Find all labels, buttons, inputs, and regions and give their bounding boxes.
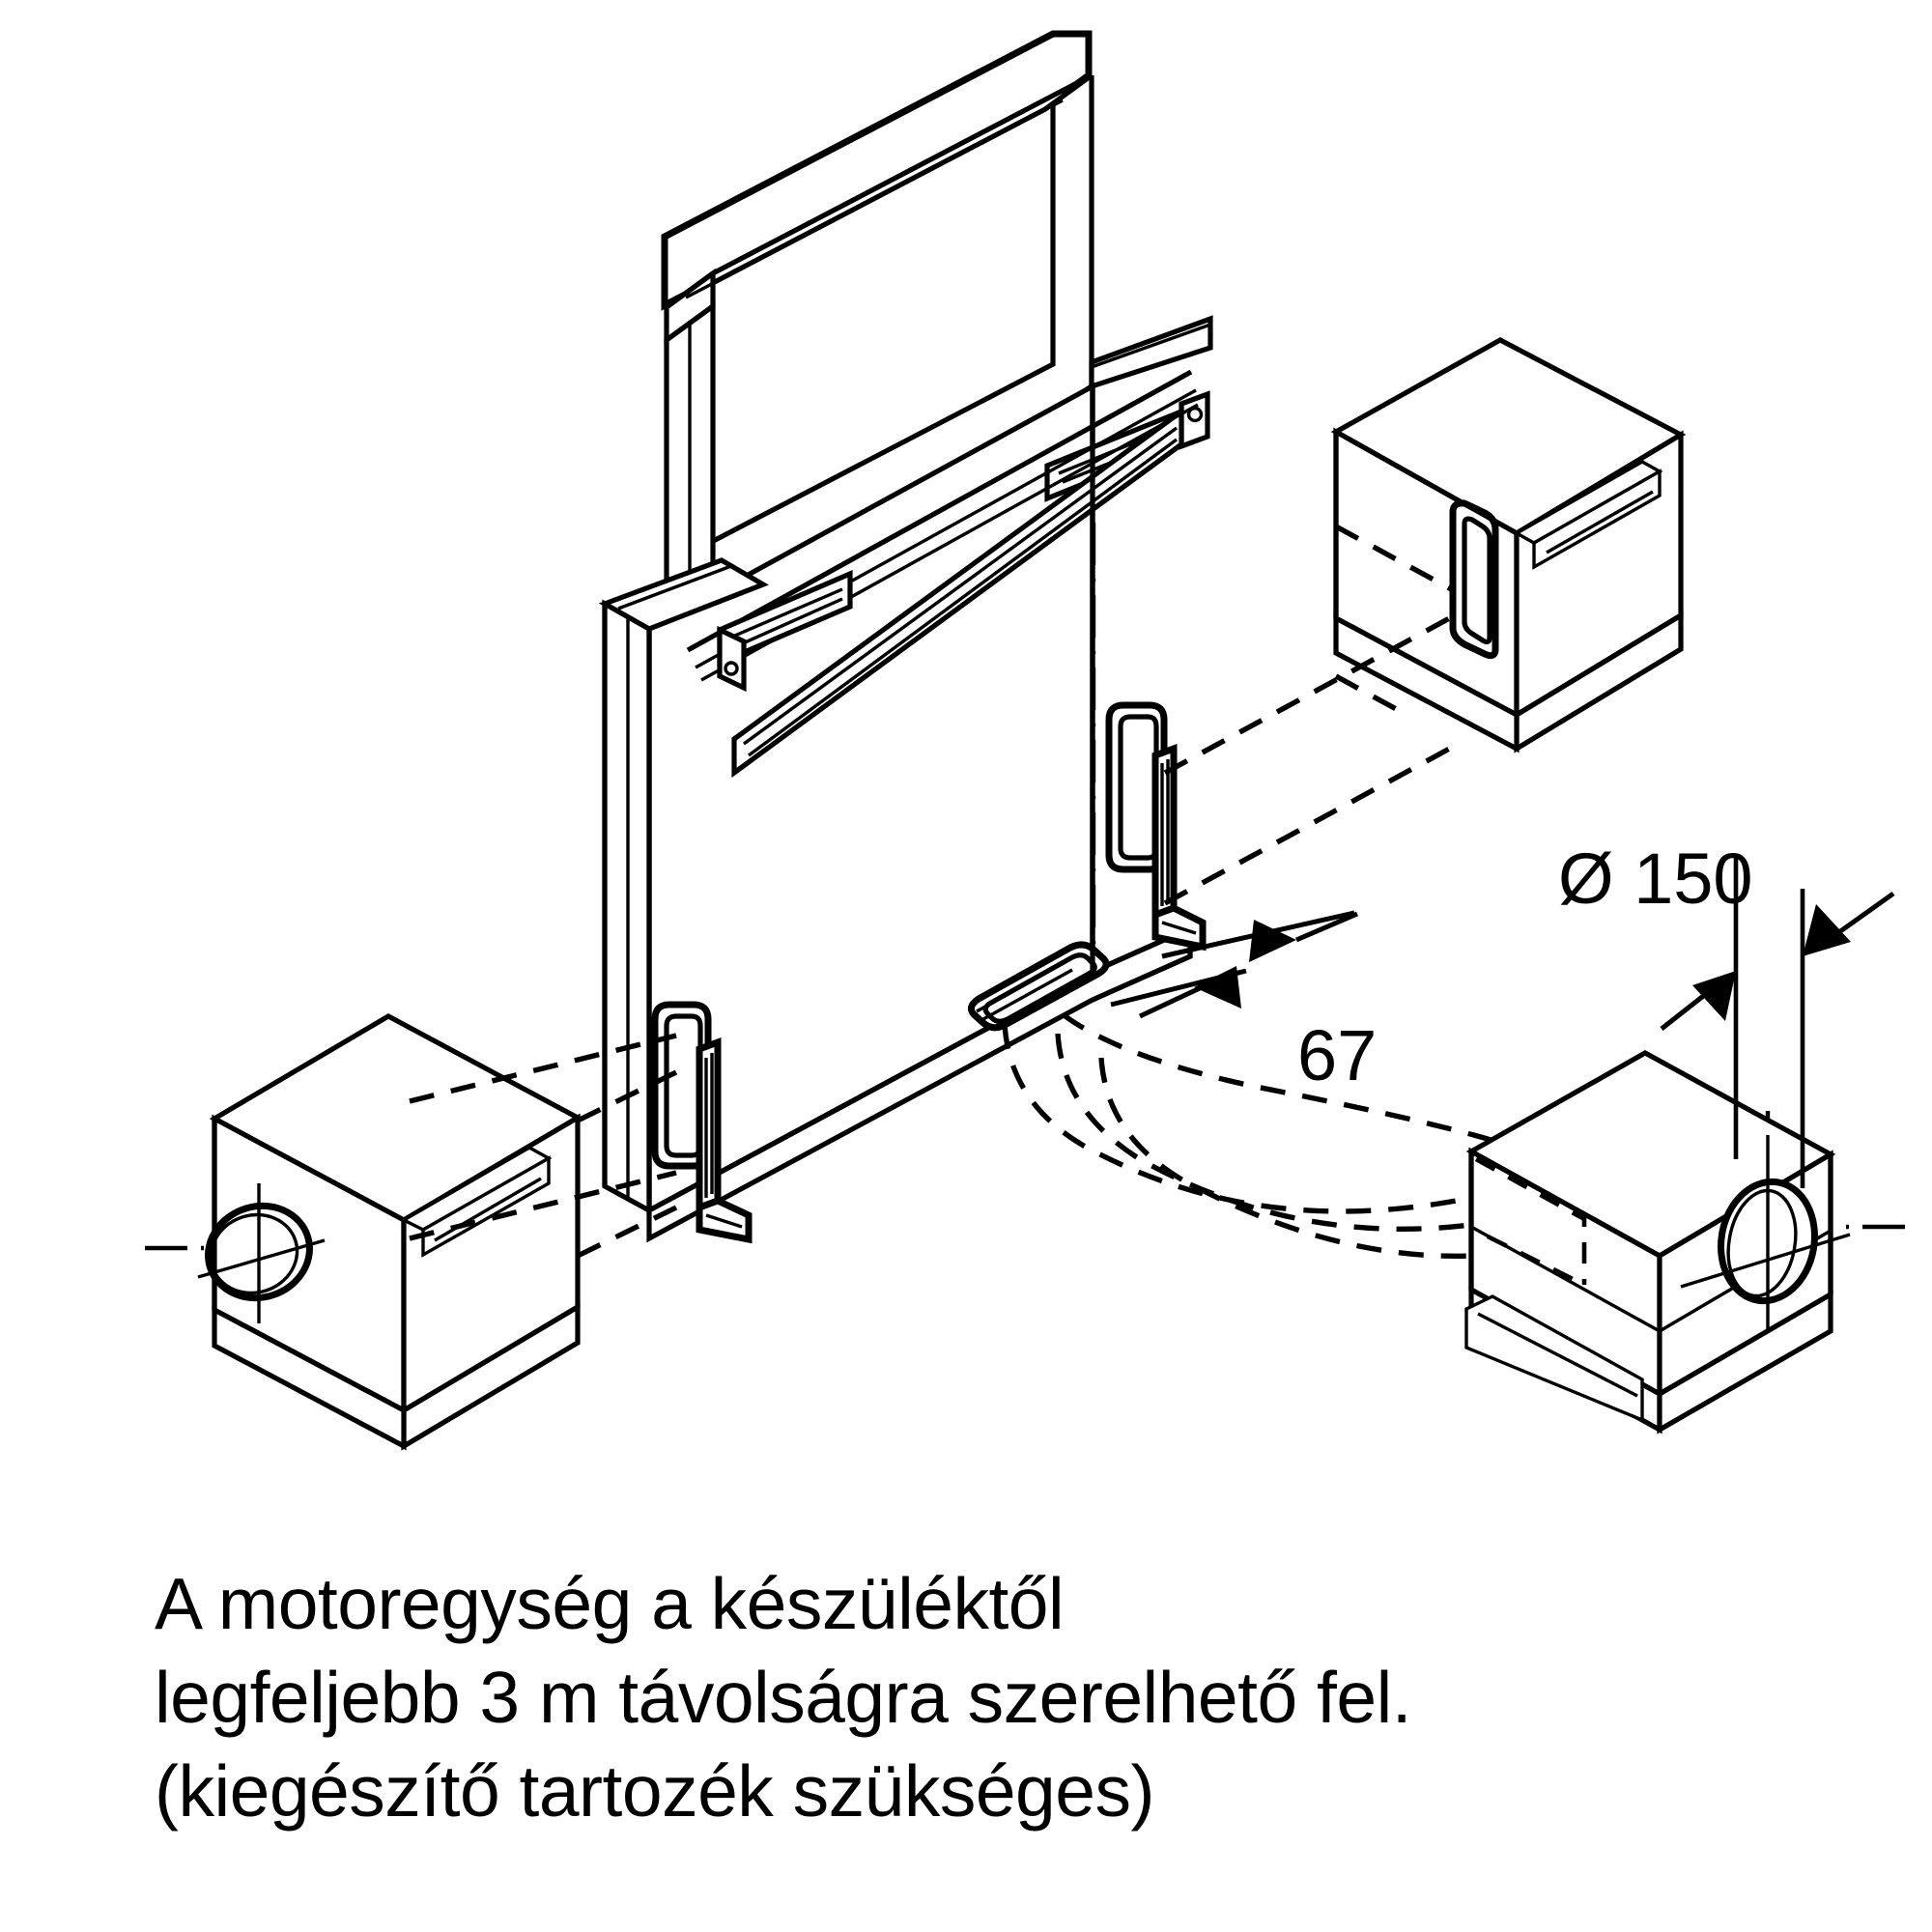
dim-67-arrow-lower (1194, 966, 1241, 1009)
dia-150-arrow-left (1692, 971, 1736, 1021)
duct-lower-right-top-arc (1061, 1011, 1508, 1148)
dia-150-label: Ø 150 (1558, 838, 1753, 919)
dimension-diameter-150: Ø 150 (1558, 838, 1895, 1188)
motor-unit-bottom-left (197, 1013, 583, 1451)
caption-line-1: A motoregység a készüléktől (155, 1563, 1065, 1644)
hood-outlet-left-rectangular (651, 1001, 753, 1244)
downdraft-hood-assembly (598, 30, 1213, 1244)
caption-line-2: legfeljebb 3 m távolságra szerelhető fel… (155, 1657, 1412, 1738)
dim-67-arrow-upper (1249, 920, 1296, 962)
mounting-rail-lower-left (717, 570, 853, 693)
duct-connections (409, 524, 1508, 1259)
dimension-67: 67 (1110, 910, 1377, 1095)
duct-lower-right-upper-edge (1002, 1023, 1472, 1214)
screw-hole-icon (724, 661, 739, 676)
caption-block: A motoregység a készüléktől legfeljebb 3… (155, 1557, 1816, 1838)
duct-upper-right-bottom-edge (1163, 743, 1457, 906)
hood-outlet-bottom-rectangular (967, 941, 1110, 1032)
caption-line-3: (kiegészítő tartozék szükséges) (155, 1750, 1154, 1832)
dim-67-label: 67 (1297, 1015, 1377, 1095)
duct-lower-right-lower-edge (1098, 1057, 1472, 1259)
motor-unit-top-right (1330, 337, 1687, 753)
duct-upper-right-top-edge (1163, 612, 1457, 776)
hood-outlet-right-rectangular (1105, 701, 1207, 952)
duct-left-top-edge (409, 1033, 677, 1104)
duct-lower-right-mid-edge (1055, 1033, 1472, 1233)
dia-150-arrow-right (1803, 904, 1851, 956)
motor-unit-bottom-right (1464, 1050, 1851, 1435)
duct-left-bottom-edge (409, 1170, 677, 1241)
